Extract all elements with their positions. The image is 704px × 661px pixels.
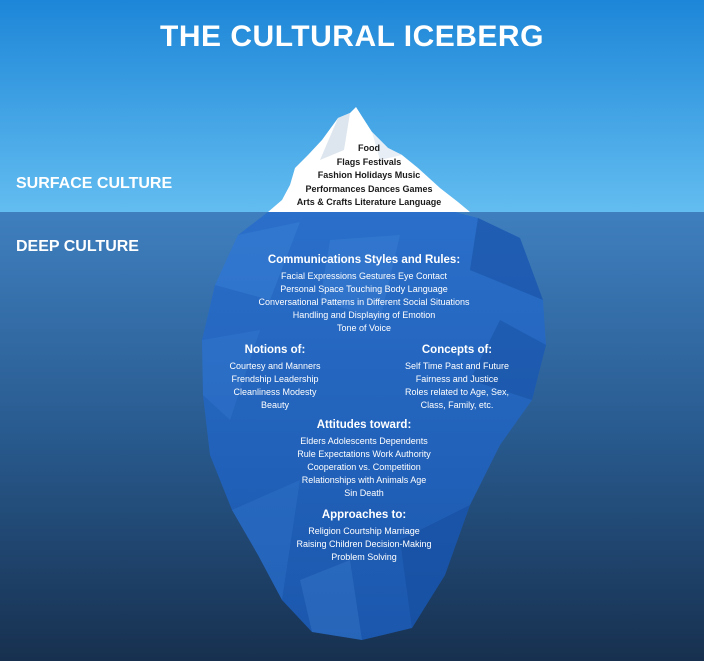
list-item: Self Time Past and Future xyxy=(404,361,510,371)
list-item: Frendship Leadership xyxy=(231,374,319,384)
ice-facet xyxy=(320,235,400,320)
tip-shadow xyxy=(320,113,350,160)
submerged-iceberg xyxy=(202,212,546,640)
attitudes-section: Attitudes toward: Elders Adolescents Dep… xyxy=(274,419,454,500)
attitudes-heading: Attitudes toward: xyxy=(316,419,412,431)
list-item: Handling and Displaying of Emotion xyxy=(292,310,436,320)
approaches-section: Approaches to: Religion Courtship Marria… xyxy=(279,509,449,564)
list-item: Fashion Holidays Music xyxy=(317,170,421,180)
notions-heading: Notions of: xyxy=(244,344,306,356)
communications-heading: Communications Styles and Rules: xyxy=(267,254,461,266)
list-item: Cooperation vs. Competition xyxy=(307,462,421,472)
list-item: Courtesy and Manners xyxy=(229,361,321,371)
list-item: Problem Solving xyxy=(331,552,397,562)
ice-facet xyxy=(232,480,300,600)
list-item: Sin Death xyxy=(344,488,384,498)
list-item: Flags Festivals xyxy=(336,156,402,167)
communications-section: Communications Styles and Rules: Facial … xyxy=(234,254,494,335)
ice-facet xyxy=(215,222,300,300)
list-item: Class, Family, etc. xyxy=(420,400,494,410)
ice-facet xyxy=(202,330,260,420)
list-item: Elders Adolescents Dependents xyxy=(300,436,428,446)
list-item: Beauty xyxy=(260,400,290,410)
list-item: Rule Expectations Work Authority xyxy=(297,449,431,459)
concepts-section: Concepts of: Self Time Past and Future F… xyxy=(395,344,519,412)
list-item: Arts & Crafts Literature Language xyxy=(296,197,442,207)
deep-culture-label: DEEP CULTURE xyxy=(16,238,139,255)
list-item: Conversational Patterns in Different Soc… xyxy=(258,297,470,307)
list-item: Personal Space Touching Body Language xyxy=(280,284,448,294)
surface-culture-list: Food Flags Festivals Fashion Holidays Mu… xyxy=(268,142,470,210)
list-item: Food xyxy=(358,143,380,153)
list-item: Roles related to Age, Sex, xyxy=(404,387,510,397)
approaches-heading: Approaches to: xyxy=(321,509,407,521)
list-item: Relationships with Animals Age xyxy=(301,475,427,485)
iceberg-tip xyxy=(268,107,470,212)
ice-facet xyxy=(470,320,546,400)
ice-facet xyxy=(400,505,470,628)
ice-facet xyxy=(300,560,362,640)
list-item: Fairness and Justice xyxy=(415,374,499,384)
concepts-heading: Concepts of: xyxy=(421,344,493,356)
notions-section: Notions of: Courtesy and Manners Frendsh… xyxy=(218,344,332,412)
page-title: THE CULTURAL ICEBERG xyxy=(160,20,544,53)
list-item: Cleanliness Modesty xyxy=(233,387,317,397)
list-item: Facial Expressions Gestures Eye Contact xyxy=(280,271,448,281)
surface-culture-label: SURFACE CULTURE xyxy=(16,175,173,192)
ice-facet xyxy=(470,218,543,300)
tip-shadow xyxy=(372,132,402,160)
list-item: Tone of Voice xyxy=(336,323,392,333)
list-item: Religion Courtship Marriage xyxy=(308,526,420,536)
list-item: Performances Dances Games xyxy=(305,183,433,194)
list-item: Raising Children Decision-Making xyxy=(296,539,432,549)
